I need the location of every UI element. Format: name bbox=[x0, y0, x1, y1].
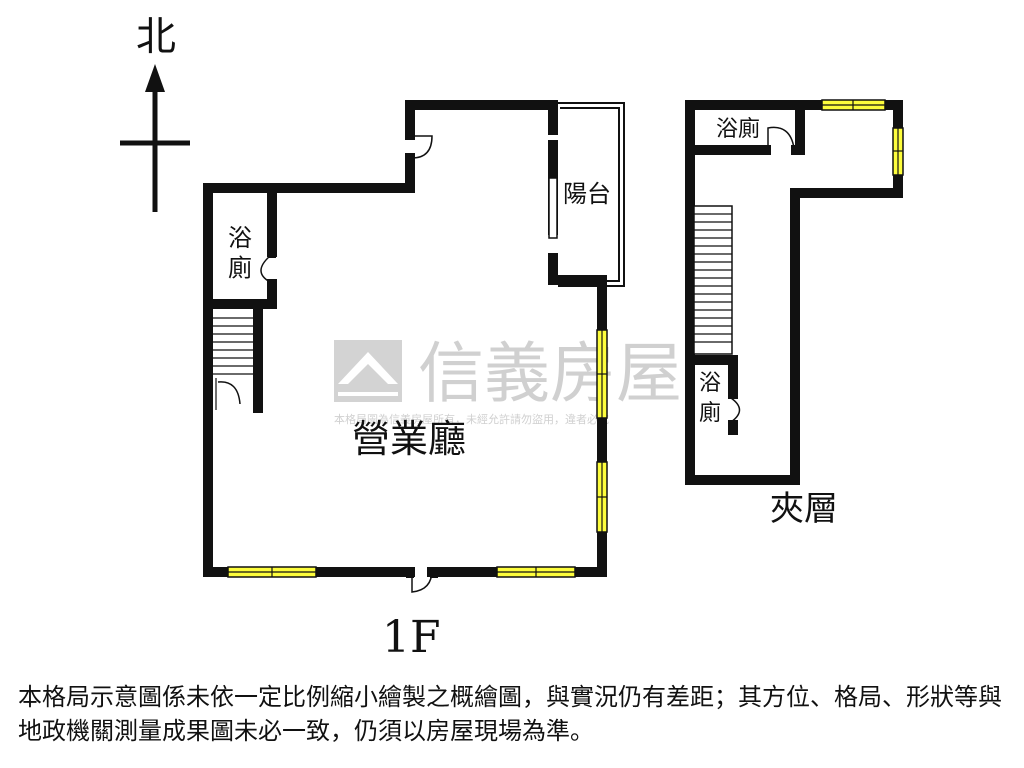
room-label-sales-hall: 營業廳 bbox=[352, 417, 466, 461]
disclaimer-text: 本格局示意圖係未依一定比例縮小繪製之概繪圖，與實況仍有差距；其方位、格局、形狀等… bbox=[18, 683, 1002, 745]
mezzanine-outer-wall bbox=[685, 100, 903, 485]
floor-label-ground: 1F bbox=[382, 612, 441, 663]
ground-floor-plan bbox=[203, 100, 625, 593]
door-bath-mezz-lower bbox=[730, 397, 741, 423]
window-mezz-north bbox=[821, 99, 886, 111]
mezzanine-plan bbox=[685, 99, 904, 485]
watermark-brand: 信義房屋 bbox=[418, 335, 682, 412]
staircase-1f bbox=[213, 307, 263, 413]
bath-mezz-lower-wall bbox=[685, 355, 738, 399]
room-label-bath-1f-char1: 浴 bbox=[228, 224, 252, 252]
room-label-bath-mezz-top: 浴廁 bbox=[716, 117, 760, 142]
window-south-left bbox=[227, 566, 317, 578]
ground-floor-outer-wall bbox=[405, 100, 558, 140]
window-south-right bbox=[496, 566, 576, 578]
door-entrance-top bbox=[411, 135, 433, 159]
floor-label-mezzanine: 夾層 bbox=[770, 489, 838, 529]
north-arrow-icon bbox=[120, 64, 190, 212]
balcony-outline bbox=[558, 102, 625, 287]
room-label-bath-1f-char2: 廁 bbox=[228, 254, 252, 282]
staircase-mezzanine bbox=[693, 205, 733, 355]
door-bath-mezz-top bbox=[767, 126, 795, 149]
room-label-bath-mezz-lower-char2: 廁 bbox=[699, 401, 721, 426]
window-east-lower bbox=[596, 461, 608, 533]
room-label-bath-mezz-lower-char1: 浴 bbox=[699, 371, 721, 396]
room-label-balcony: 陽台 bbox=[563, 180, 611, 208]
watermark-notice: 本格局圖為信義房屋所有，未經允許請勿盜用，違者必究 bbox=[334, 412, 609, 426]
window-east-upper bbox=[596, 329, 608, 419]
watermark-logo-icon bbox=[334, 340, 402, 402]
window-mezz-east bbox=[892, 127, 904, 176]
north-label: 北 bbox=[136, 14, 176, 60]
door-bath-1f bbox=[260, 255, 271, 283]
floor-plan: 信義房屋 本格局圖為信義房屋所有，未經允許請勿盜用，違者必究 北 bbox=[120, 14, 904, 663]
